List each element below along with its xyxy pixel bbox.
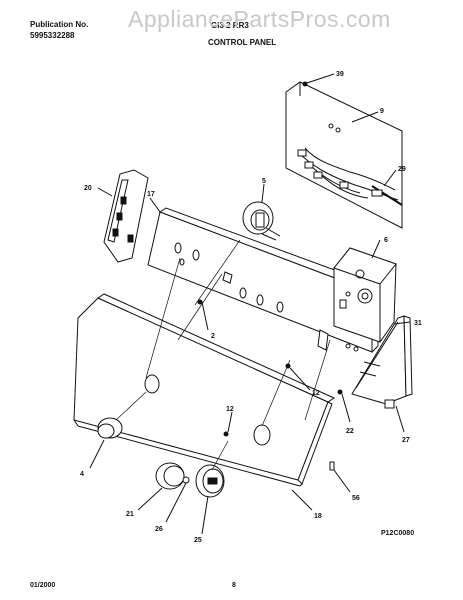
callout-12b: 12	[226, 406, 234, 413]
callout-17: 17	[147, 191, 155, 198]
console-hole	[256, 294, 264, 306]
clip	[384, 399, 395, 409]
callout-9: 9	[380, 108, 384, 115]
callout-29: 29	[398, 166, 406, 173]
clip-2	[197, 299, 203, 305]
watermark: AppliancePartsPros.com	[128, 6, 391, 32]
console-hole	[192, 249, 200, 261]
model-code: GI3 2 RR3	[211, 21, 249, 30]
callout-18: 18	[314, 513, 322, 520]
callout-25: 25	[194, 537, 202, 544]
spring-26	[182, 476, 190, 484]
callout-5: 5	[262, 178, 266, 185]
callout-2: 2	[211, 333, 215, 340]
callout-31: 31	[414, 320, 422, 327]
console-hole	[239, 287, 247, 299]
screw-39	[302, 81, 308, 87]
knob-hole	[253, 424, 271, 446]
footer-page: 8	[232, 582, 236, 589]
panel-hole	[328, 123, 334, 129]
diagram-code: P12C0080	[381, 530, 415, 537]
publication-number: 5995332288	[30, 31, 75, 40]
callout-21: 21	[126, 511, 134, 518]
callout-12a: 12	[312, 390, 320, 397]
publication-label: Publication No.	[30, 20, 89, 29]
callout-4: 4	[80, 471, 84, 478]
section-title: CONTROL PANEL	[208, 38, 277, 47]
console-hole	[276, 301, 284, 313]
screw-22	[337, 389, 343, 395]
panel-hole	[335, 127, 341, 133]
callout-22: 22	[346, 428, 354, 435]
screw-12	[223, 431, 229, 437]
screw-56	[329, 461, 335, 471]
callout-26: 26	[155, 526, 163, 533]
console-hole	[174, 242, 182, 254]
knob-hole	[144, 374, 160, 394]
callout-20: 20	[84, 185, 92, 192]
wire-harness	[304, 147, 396, 191]
control-panel-front	[73, 297, 329, 481]
callout-39: 39	[336, 71, 344, 78]
callout-56: 56	[352, 495, 360, 502]
footer-date: 01/2000	[30, 582, 56, 589]
console-hole	[179, 258, 185, 266]
callout-27: 27	[402, 437, 410, 444]
callout-6: 6	[384, 237, 388, 244]
